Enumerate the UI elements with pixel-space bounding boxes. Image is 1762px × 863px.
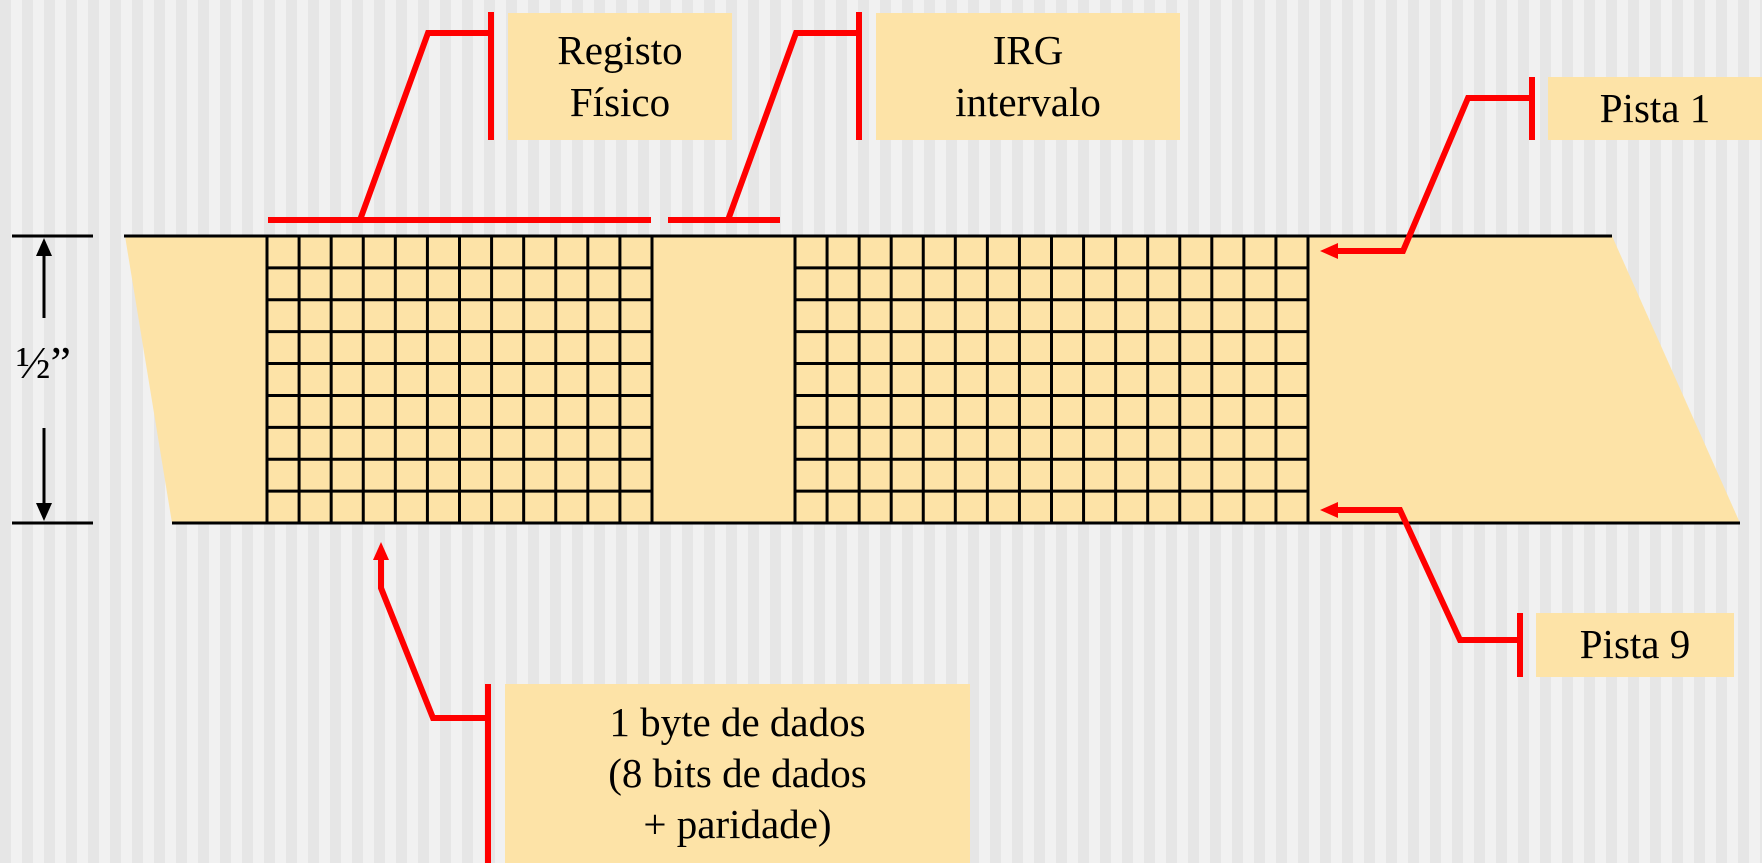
registo-pointer xyxy=(268,12,651,223)
physical-record-block-1 xyxy=(265,234,654,525)
tape-width-label: ½” xyxy=(16,337,71,388)
pista1-pointer xyxy=(1320,77,1535,259)
data-byte-label: 1 byte de dados (8 bits de dados + parid… xyxy=(505,684,970,863)
data-byte-label-line-1: 1 byte de dados xyxy=(609,698,866,745)
physical-record-label-line-1: Registo xyxy=(557,27,683,74)
byte-pointer xyxy=(373,542,491,863)
data-byte-label-line-3: + paridade) xyxy=(643,801,832,848)
pista9-pointer xyxy=(1320,502,1523,677)
pista9-arrowhead xyxy=(1320,502,1338,518)
irg-label-line-1: IRG xyxy=(992,27,1064,74)
physical-record-label-line-2: Físico xyxy=(569,78,671,125)
byte-leader xyxy=(378,555,488,721)
pista9-leader xyxy=(1333,507,1520,643)
physical-record-label: Registo Físico xyxy=(508,13,732,140)
byte-arrowhead xyxy=(373,542,389,560)
pista1-leader xyxy=(1333,95,1532,254)
pista1-arrowhead xyxy=(1320,243,1338,259)
track-9-label-text: Pista 9 xyxy=(1579,621,1691,668)
track-1-label-text: Pista 1 xyxy=(1599,84,1711,131)
irg-leader xyxy=(725,30,859,222)
track-9-label: Pista 9 xyxy=(1536,613,1734,677)
tape-width-dimension xyxy=(12,234,93,525)
track-1-label: Pista 1 xyxy=(1548,77,1762,140)
irg-pointer xyxy=(668,12,862,223)
irg-label-line-2: intervalo xyxy=(955,78,1101,125)
registo-leader xyxy=(357,30,491,222)
magnetic-tape xyxy=(125,236,1740,523)
dimension-up-arrowhead xyxy=(36,238,52,256)
physical-record-block-2 xyxy=(793,234,1310,525)
irg-label: IRG intervalo xyxy=(876,13,1180,140)
dimension-down-arrowhead xyxy=(36,503,52,521)
data-byte-label-line-2: (8 bits de dados xyxy=(608,749,867,796)
